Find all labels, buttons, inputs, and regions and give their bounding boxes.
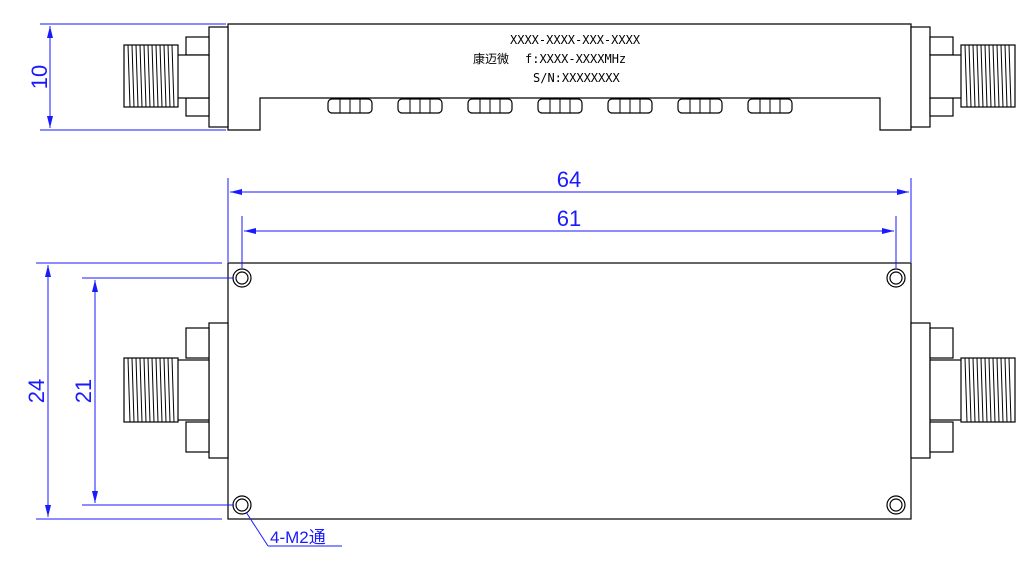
hole-spacing-length-dimension: 61 (241, 206, 897, 268)
hole-spacing-width-value: 21 (71, 379, 96, 403)
top-view: 64 61 24 21 4-M2通 (24, 167, 1016, 547)
top-body-outline (227, 262, 912, 520)
frequency-label: f:XXXX-XXXXMHz (525, 52, 626, 66)
height-value: 10 (27, 65, 52, 89)
mounting-hole (886, 268, 906, 288)
mounting-hole (232, 495, 252, 515)
overall-width-dimension: 24 (24, 262, 222, 520)
side-view: XXXX-XXXX-XXX-XXXX 康迈微 f:XXXX-XXXXMHz S/… (27, 23, 1016, 131)
mounting-hole (886, 495, 906, 515)
overall-length-value: 64 (557, 167, 581, 192)
left-connector-top (123, 322, 229, 459)
hole-note: 4-M2通 (270, 528, 326, 547)
left-connector-side (123, 26, 229, 128)
tuning-screws (327, 98, 793, 114)
right-connector-side (910, 26, 1016, 128)
serial-label: S/N:XXXXXXXX (533, 71, 620, 85)
part-number-label: XXXX-XXXX-XXX-XXXX (510, 33, 641, 47)
hole-spacing-width-dimension: 21 (71, 277, 234, 506)
overall-length-dimension: 64 (227, 167, 912, 262)
overall-width-value: 24 (24, 379, 49, 403)
hole-spacing-length-value: 61 (557, 206, 581, 231)
brand-label: 康迈微 (473, 51, 509, 66)
mounting-hole (232, 268, 252, 288)
right-connector-top (910, 322, 1016, 459)
hole-note-leader: 4-M2通 (245, 511, 342, 547)
height-dimension: 10 (27, 23, 226, 131)
